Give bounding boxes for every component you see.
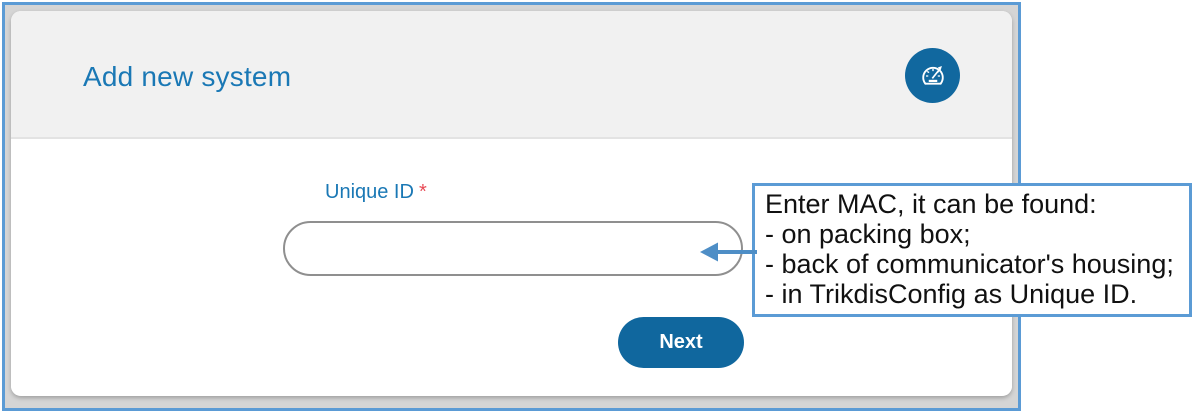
callout-arrow-icon	[700, 242, 757, 262]
callout-line: - on packing box;	[765, 219, 971, 249]
unique-id-label-text: Unique ID	[325, 181, 414, 203]
annotation-callout: Enter MAC, it can be found: - on packing…	[752, 183, 1192, 317]
unique-id-input[interactable]	[283, 221, 743, 276]
callout-line: - back of communicator's housing;	[765, 249, 1174, 279]
callout-line: Enter MAC, it can be found:	[765, 189, 1097, 219]
callout-line: - in TrikdisConfig as Unique ID.	[765, 279, 1138, 309]
gauge-button[interactable]	[905, 48, 960, 103]
unique-id-label: Unique ID*	[325, 181, 427, 204]
required-asterisk: *	[418, 181, 427, 203]
dialog-header: Add new system	[11, 11, 1012, 139]
page-title: Add new system	[83, 61, 292, 92]
dialog-card: Add new system	[11, 11, 1012, 396]
next-button[interactable]: Next	[618, 317, 744, 368]
gauge-icon	[916, 59, 950, 93]
add-system-dialog: Add new system	[2, 2, 1021, 411]
